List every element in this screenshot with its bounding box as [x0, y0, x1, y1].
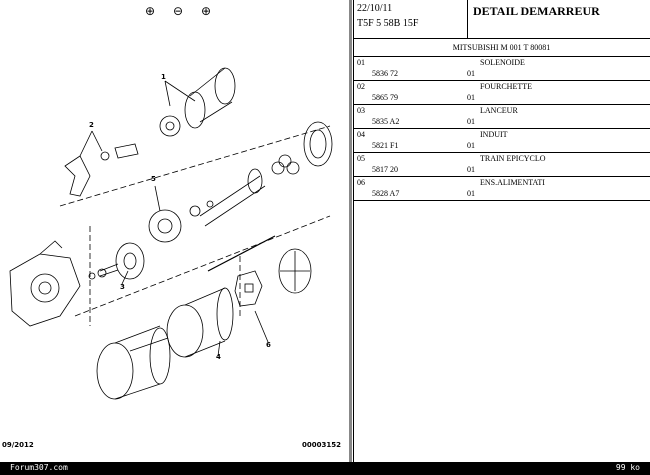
- part-number: 05: [357, 154, 365, 163]
- part-reference: 5835 A2: [372, 117, 400, 126]
- callout-3: 3: [120, 283, 125, 291]
- zoom-out-icon[interactable]: ⊖: [172, 4, 184, 18]
- header-title: DETAIL DEMARREUR: [473, 4, 600, 18]
- part-reference: 5865 79: [372, 93, 398, 102]
- zoom-in-icon[interactable]: ⊕: [144, 4, 156, 18]
- model-reference: MITSUBISHI M 001 T 80081: [353, 39, 650, 57]
- part-reference: 5817 20: [372, 165, 398, 174]
- part-number: 06: [357, 178, 365, 187]
- part-quantity: 01: [467, 141, 475, 150]
- diagram-viewer: ⊕ ⊖ ⊕: [0, 0, 350, 449]
- brush-holder-part: [234, 270, 263, 307]
- planetary-gear-part: [148, 154, 300, 243]
- part-description: ENS.ALIMENTATI: [480, 178, 545, 187]
- solenoid-part: [159, 67, 236, 137]
- part-reference: 5821 F1: [372, 141, 399, 150]
- status-bar: Forum307.com 99 ko: [0, 462, 650, 475]
- part-description: TRAIN EPICYCLO: [480, 154, 546, 163]
- parts-panel: 22/10/11 T5F 5 58B 15F DETAIL DEMARREUR …: [353, 0, 650, 462]
- status-site: Forum307.com: [10, 463, 68, 472]
- part-quantity: 01: [467, 189, 475, 198]
- fork-part: [64, 143, 139, 197]
- part-quantity: 01: [467, 93, 475, 102]
- zoom-fit-icon[interactable]: ⊕: [200, 4, 212, 18]
- callout-4: 4: [216, 353, 221, 361]
- callout-5: 5: [151, 175, 156, 183]
- part-row[interactable]: 01 SOLENOIDE 5836 72 01: [353, 57, 650, 81]
- part-row[interactable]: 02 FOURCHETTE 5865 79 01: [353, 81, 650, 105]
- callout-6: 6: [266, 341, 271, 349]
- end-cap-part: [278, 248, 312, 294]
- part-number: 01: [357, 58, 365, 67]
- part-number: 04: [357, 130, 365, 139]
- armature-part: [129, 287, 234, 358]
- callout-2: 2: [89, 121, 94, 129]
- part-number: 03: [357, 106, 365, 115]
- zoom-toolbar: ⊕ ⊖ ⊕: [0, 0, 350, 24]
- status-size: 99 ko: [615, 463, 640, 472]
- part-quantity: 01: [467, 69, 475, 78]
- part-row[interactable]: 03 LANCEUR 5835 A2 01: [353, 105, 650, 129]
- panel-border: [353, 0, 354, 462]
- part-number: 02: [357, 82, 365, 91]
- part-row[interactable]: 05 TRAIN EPICYCLO 5817 20 01: [353, 153, 650, 177]
- header-date: 22/10/11: [357, 3, 393, 14]
- pinion-part: [88, 242, 145, 280]
- drive-housing-part: [9, 240, 81, 327]
- part-row[interactable]: 04 INDUIT 5821 F1 01: [353, 129, 650, 153]
- part-description: LANCEUR: [480, 106, 518, 115]
- pane-divider[interactable]: [349, 0, 352, 462]
- part-quantity: 01: [467, 117, 475, 126]
- part-description: FOURCHETTE: [480, 82, 532, 91]
- header-vehicle-code: T5F 5 58B 15F: [357, 18, 419, 29]
- part-row[interactable]: 06 ENS.ALIMENTATI 5828 A7 01: [353, 177, 650, 201]
- part-reference: 5836 72: [372, 69, 398, 78]
- part-description: INDUIT: [480, 130, 508, 139]
- part-quantity: 01: [467, 165, 475, 174]
- yoke-part: [96, 325, 171, 400]
- part-description: SOLENOIDE: [480, 58, 525, 67]
- header-separator: [467, 0, 468, 38]
- cover-plate-part: [303, 121, 333, 167]
- diagram-number: 00003152: [302, 441, 341, 449]
- part-reference: 5828 A7: [372, 189, 400, 198]
- panel-header: 22/10/11 T5F 5 58B 15F DETAIL DEMARREUR: [353, 0, 650, 39]
- diagram-date: 09/2012: [2, 441, 34, 449]
- starter-exploded-diagram: [9, 67, 333, 400]
- callout-1: 1: [161, 73, 166, 81]
